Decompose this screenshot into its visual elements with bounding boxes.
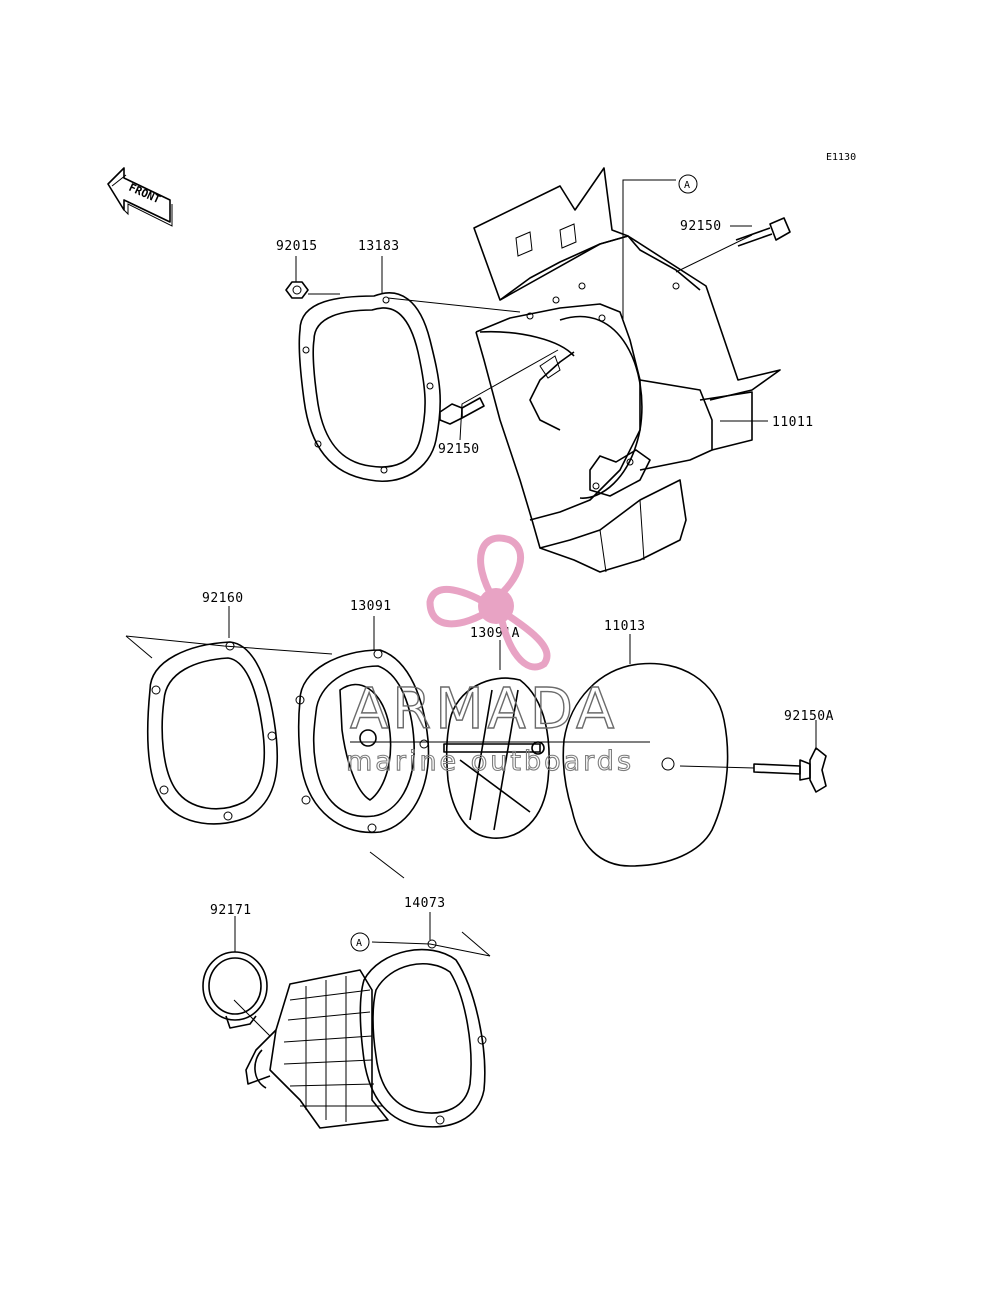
gasket-92160 xyxy=(147,641,279,825)
part-label-92150A: 92150A xyxy=(784,709,834,724)
part-label-11011: 11011 xyxy=(772,415,814,430)
clamp-92171 xyxy=(202,951,271,1037)
diagram-code: E1130 xyxy=(826,152,856,163)
bolt-92150-mid xyxy=(439,397,485,425)
part-label-14073: 14073 xyxy=(404,896,446,911)
bolt-92150-top xyxy=(735,217,791,247)
filter-element-11013 xyxy=(562,662,729,867)
part-label-13183: 13183 xyxy=(358,239,400,254)
front-arrow-icon: FRONT xyxy=(107,167,173,227)
part-label-92160: 92160 xyxy=(202,591,244,606)
frame-13091A xyxy=(443,677,550,839)
holder-13091 xyxy=(295,649,430,834)
wing-bolt-92150A xyxy=(679,747,827,793)
ref-marker-circle-bottom xyxy=(350,932,370,952)
part-label-92171: 92171 xyxy=(210,903,252,918)
part-label-92015: 92015 xyxy=(276,239,318,254)
intake-duct-14073 xyxy=(245,939,487,1129)
part-label-92150-top: 92150 xyxy=(680,219,722,234)
part-label-13091A: 13091A xyxy=(470,626,520,641)
gasket-13183 xyxy=(298,292,442,482)
part-label-11013: 11013 xyxy=(604,619,646,634)
front-label: FRONT xyxy=(127,181,163,206)
part-label-92150-mid: 92150 xyxy=(438,442,480,457)
nut-92015 xyxy=(285,281,340,299)
armada-propeller-icon xyxy=(426,534,551,671)
ref-marker-top: A xyxy=(684,180,690,191)
watermark-title: ARMADA xyxy=(350,677,618,742)
ref-marker-bottom: A xyxy=(356,938,362,949)
air-cleaner-case-11011 xyxy=(473,167,781,573)
ref-marker-circle xyxy=(678,174,698,194)
part-label-13091: 13091 xyxy=(350,599,392,614)
watermark-subtitle: marine outboards xyxy=(346,746,634,777)
